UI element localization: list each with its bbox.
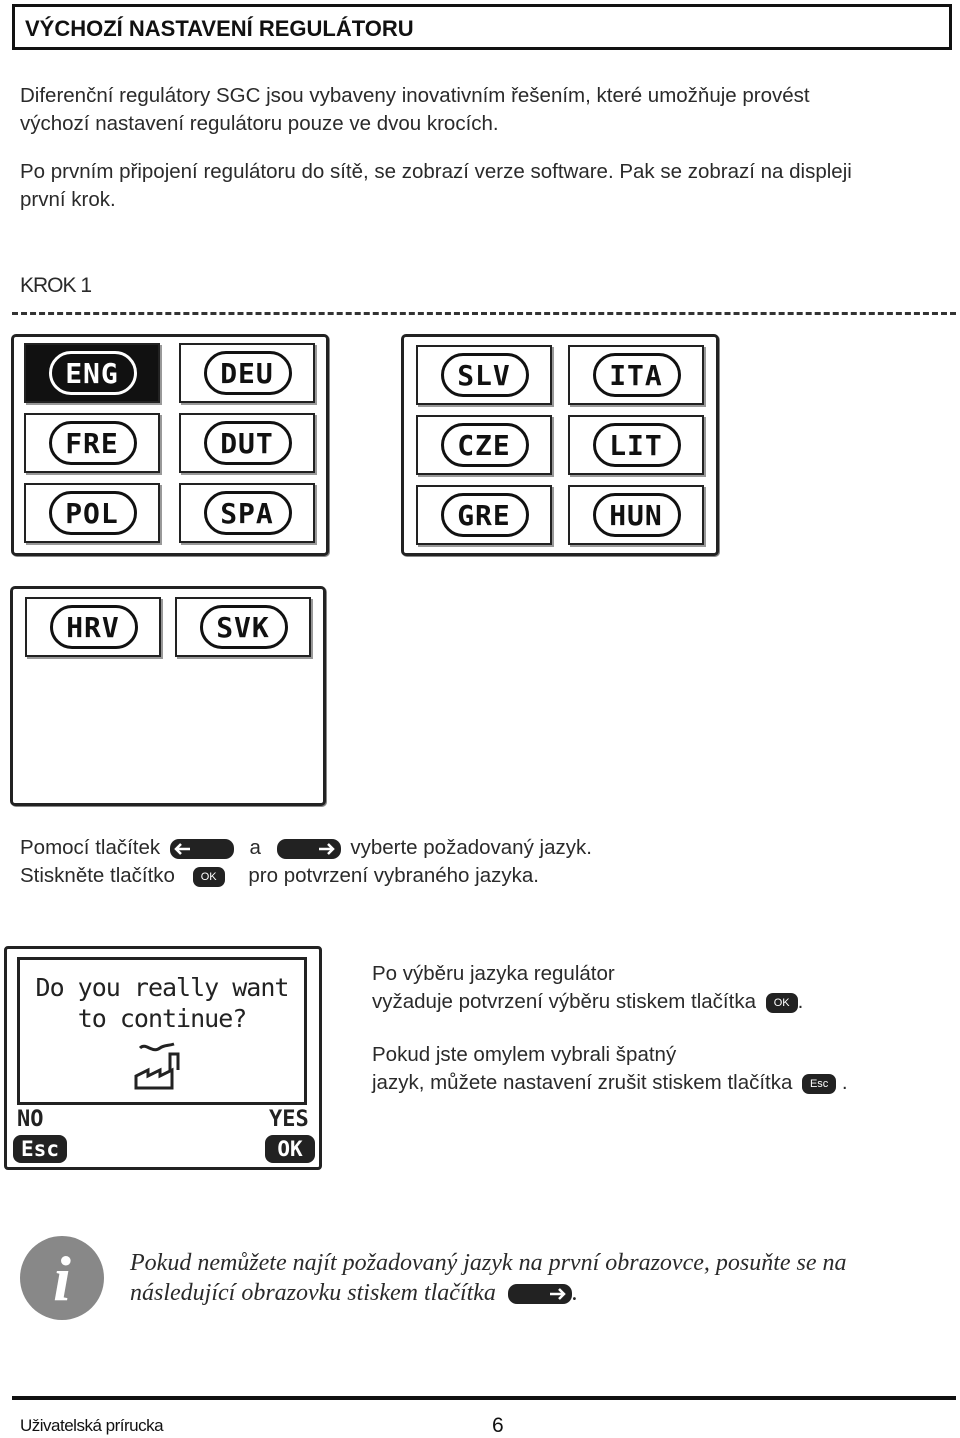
intro-p2-line1: Po prvním připojení regulátoru do sítě, … [20, 160, 852, 183]
intro-paragraph-1: Diferenční regulátory SGC jsou vybaveny … [20, 82, 940, 138]
lang-button-eng[interactable]: ENG [24, 343, 160, 403]
dashed-divider [12, 312, 956, 315]
factory-reset-icon [134, 1042, 180, 1090]
lang-button-slv[interactable]: SLV [416, 345, 552, 405]
confirm-screen-display: Do you really want to continue? [17, 957, 307, 1105]
lang-button-deu[interactable]: DEU [179, 343, 315, 403]
note-line-1: Pokud nemůžete najít požadovaný jazyk na… [130, 1250, 847, 1276]
intro-p2-line2: první krok. [20, 188, 116, 211]
info-icon: i [20, 1236, 104, 1320]
ok-key-icon: OK [765, 992, 798, 1013]
step-label: KROK 1 [20, 274, 92, 297]
yes-label: YES [269, 1107, 309, 1132]
esc-key-icon: Esc [802, 1073, 837, 1094]
lang-button-fre[interactable]: FRE [24, 413, 160, 473]
intro-p1-line1: Diferenční regulátory SGC jsou vybaveny … [20, 84, 810, 107]
page-number: 6 [492, 1414, 504, 1437]
lang-button-cze[interactable]: CZE [416, 415, 552, 475]
right-arrow-key-icon [507, 1284, 572, 1305]
language-screen-2: SLV ITA CZE LIT GRE HUN [401, 334, 719, 556]
no-label: NO [17, 1107, 44, 1132]
lang-button-dut[interactable]: DUT [179, 413, 315, 473]
confirm-screen: Do you really want to continue? NO YES E… [4, 946, 322, 1170]
right-arrow-key-icon [276, 838, 341, 859]
footer-rule [12, 1396, 956, 1400]
lang-button-hrv[interactable]: HRV [25, 597, 161, 657]
instruction-line-2: Stiskněte tlačítko OK pro potvrzení vybr… [20, 864, 539, 887]
lang-button-svk[interactable]: SVK [175, 597, 311, 657]
language-screen-3: HRV SVK [10, 586, 326, 806]
confirm-message: Do you really want to continue? [35, 973, 290, 1033]
intro-paragraph-2: Po prvním připojení regulátoru do sítě, … [20, 158, 950, 214]
confirm-text-line-4: jazyk, můžete nastavení zrušit stiskem t… [372, 1071, 848, 1094]
lang-button-hun[interactable]: HUN [568, 485, 704, 545]
footer-title: Uživatelská prírucka [20, 1416, 164, 1435]
note-line-2: následující obrazovku stiskem tlačítka . [130, 1280, 578, 1306]
lang-button-lit[interactable]: LIT [568, 415, 704, 475]
instruction-line-1: Pomocí tlačítek a vyberte požadovaný jaz… [20, 836, 592, 859]
intro-p1-line2: výchozí nastavení regulátoru pouze ve dv… [20, 112, 499, 135]
section-title-box: VÝCHOZÍ NASTAVENÍ REGULÁTORU [12, 4, 952, 50]
esc-button[interactable]: Esc [13, 1135, 67, 1163]
left-arrow-key-icon [169, 838, 234, 859]
lang-button-spa[interactable]: SPA [179, 483, 315, 543]
language-screen-1: ENG DEU FRE DUT POL SPA [11, 334, 329, 556]
section-title: VÝCHOZÍ NASTAVENÍ REGULÁTORU [25, 16, 414, 41]
confirm-text-line-2: vyžaduje potvrzení výběru stiskem tlačít… [372, 990, 804, 1013]
lang-button-gre[interactable]: GRE [416, 485, 552, 545]
confirm-text-line-3: Pokud jste omylem vybrali špatný [372, 1043, 677, 1066]
ok-button[interactable]: OK [265, 1135, 315, 1163]
ok-key-icon: OK [192, 866, 225, 887]
lang-button-ita[interactable]: ITA [568, 345, 704, 405]
lang-button-pol[interactable]: POL [24, 483, 160, 543]
confirm-text-line-1: Po výběru jazyka regulátor [372, 962, 615, 985]
